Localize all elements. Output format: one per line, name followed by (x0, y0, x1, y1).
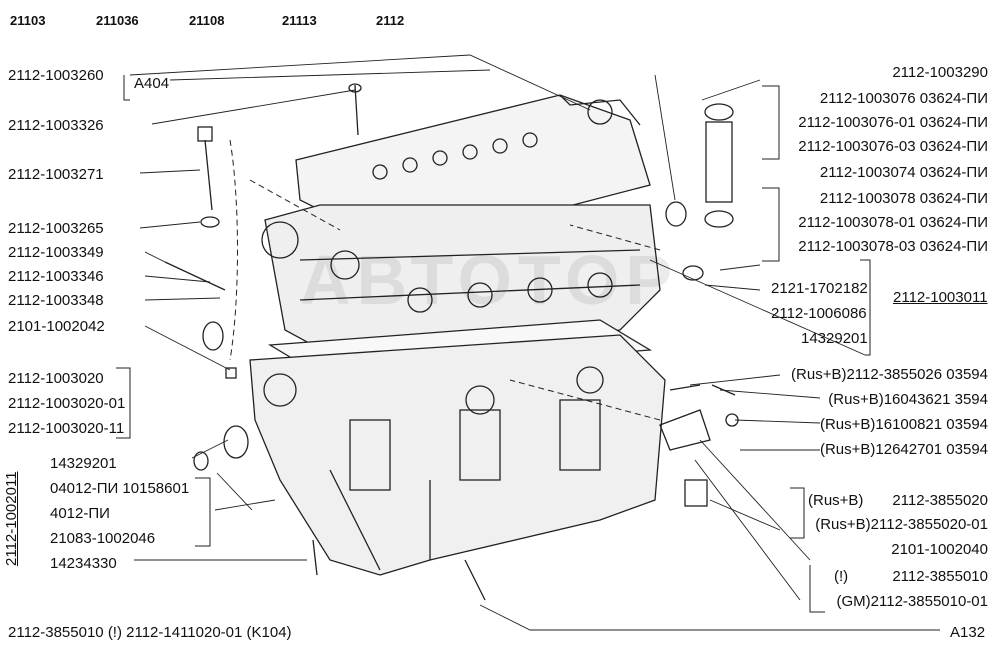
part-label[interactable]: (Rus+B)16100821 03594 (819, 416, 988, 433)
watermark: АВТОТОР (300, 241, 679, 319)
part-label[interactable]: 2112-1003260 (8, 67, 104, 84)
head-assembly-label[interactable]: 2112-1003011 (893, 289, 988, 306)
part-label[interactable]: 2112-1003265 (8, 220, 104, 237)
part-label[interactable]: (Rus+B)2112-3855020-01 (815, 516, 988, 533)
part-label[interactable]: (!) (834, 568, 849, 585)
part-label[interactable]: A404 (134, 75, 170, 92)
part-label[interactable]: (Rus+B)2112-3855026 03594 (791, 366, 988, 383)
part-label[interactable]: 2101-1002042 (8, 318, 105, 335)
part-label[interactable]: 2101-1002040 (891, 541, 988, 558)
part-label[interactable]: 2112-1006086 (771, 305, 867, 322)
bottom-right-label[interactable]: A132 (950, 624, 986, 641)
part-label[interactable]: 2112-1003076-01 03624-ПИ (798, 114, 988, 131)
cylinder-block (249, 334, 666, 576)
part-label[interactable]: 2112-1003078 03624-ПИ (819, 190, 988, 207)
part-label[interactable]: 2112-1003078-01 03624-ПИ (798, 214, 988, 231)
model-211036: 211036 (96, 13, 139, 28)
part-label[interactable]: 2112-1003076-03 03624-ПИ (798, 138, 988, 155)
model-2112: 2112 (376, 13, 405, 28)
part-label[interactable]: 2112-1003020-01 (8, 395, 126, 412)
part-label[interactable]: 2112-3855010 (892, 568, 988, 585)
part-label[interactable]: 2112-1003074 03624-ПИ (819, 164, 988, 181)
part-label[interactable]: (Rus+B)12642701 03594 (819, 441, 988, 458)
cylinder-head (264, 204, 661, 361)
part-label[interactable]: (Rus+B)16043621 3594 (828, 391, 988, 408)
part-label[interactable]: (GM)2112-3855010-01 (836, 593, 988, 610)
part-label[interactable]: 14234330 (50, 555, 117, 572)
part-label[interactable]: 14329201 (50, 455, 117, 472)
part-label[interactable]: 2112-1003076 03624-ПИ (819, 90, 988, 107)
model-21108: 21108 (189, 13, 225, 28)
part-label[interactable]: 2112-1003346 (8, 268, 104, 285)
part-label[interactable]: 2112-1003271 (8, 166, 104, 183)
model-21113: 21113 (282, 13, 317, 28)
bottom-left-label[interactable]: 2112-3855010 (!) 2112-1411020-01 (K104) (8, 624, 292, 641)
part-label[interactable]: (Rus+B) (808, 492, 864, 509)
part-label[interactable]: 2121-1702182 (771, 280, 868, 297)
part-label[interactable]: 2112-1003078-03 03624-ПИ (798, 238, 988, 255)
part-label[interactable]: 2112-1003020 (8, 370, 104, 387)
part-label[interactable]: 2112-1003020-11 (8, 420, 125, 437)
part-label[interactable]: 4012-ПИ (50, 505, 110, 522)
part-label[interactable]: 2112-1003326 (8, 117, 104, 134)
model-21103: 21103 (10, 13, 46, 28)
block-assembly-label[interactable]: 2112-1002011 (3, 471, 20, 566)
part-label[interactable]: 2112-1003349 (8, 244, 104, 261)
part-label[interactable]: 2112-3855020 (892, 492, 988, 509)
part-label[interactable]: 14329201 (801, 330, 868, 347)
part-label[interactable]: 2112-1003290 (892, 64, 988, 81)
part-label[interactable]: 04012-ПИ 10158601 (50, 480, 190, 497)
part-label[interactable]: 2112-1003348 (8, 292, 104, 309)
part-label[interactable]: 21083-1002046 (50, 530, 156, 547)
